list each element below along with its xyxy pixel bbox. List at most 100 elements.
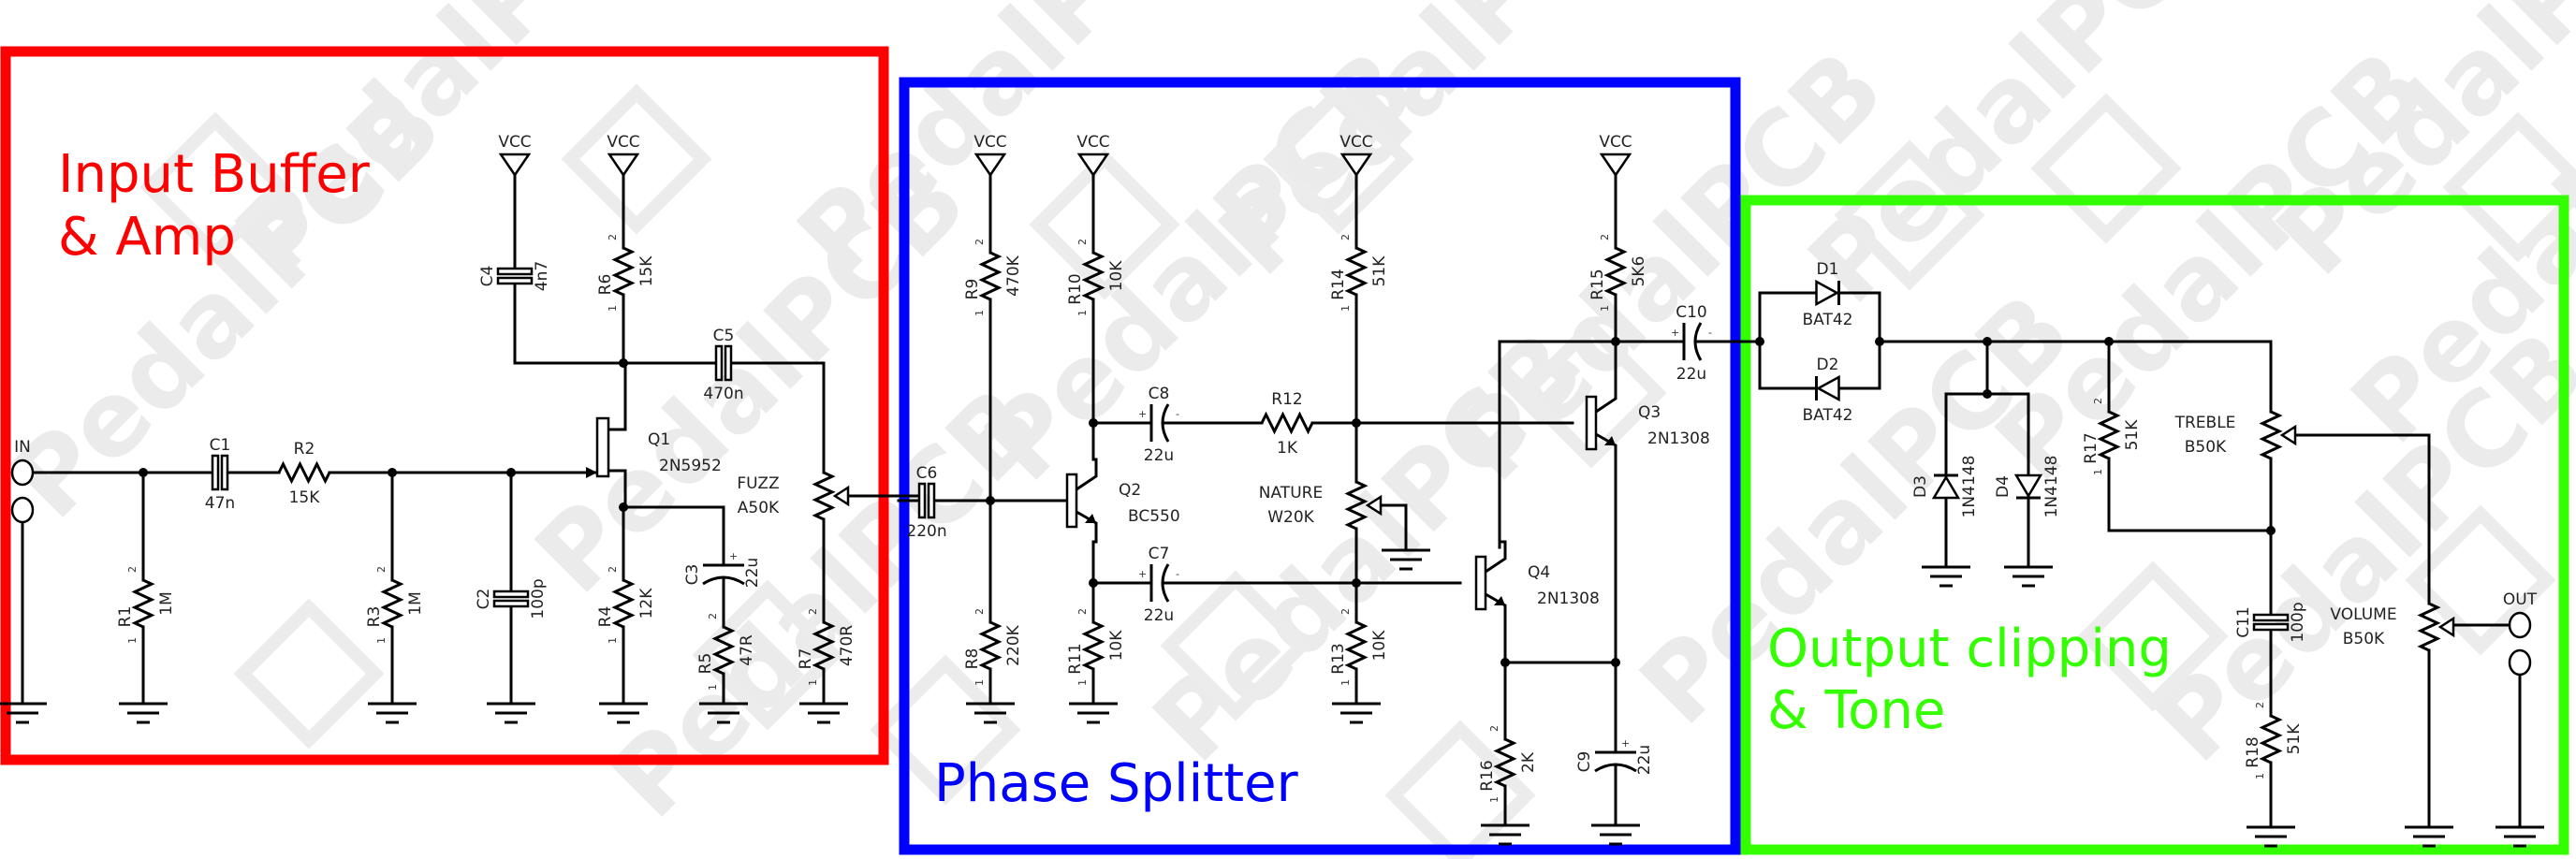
pin-number: 2 (1076, 239, 1089, 245)
emitter-arrow-icon (1085, 514, 1096, 523)
watermark-chip-icon (561, 83, 712, 235)
vcc-icon: VCC (607, 133, 640, 178)
watermark-chip-icon (1263, 83, 1414, 235)
c4-capacitor-icon (496, 267, 534, 276)
c2-capacitor-icon (492, 590, 530, 599)
pin-number: 1 (607, 637, 619, 644)
q2-ref: Q2 (1119, 481, 1141, 500)
d3-diode-icon (1931, 474, 1961, 500)
emitter-arrow-icon (1604, 436, 1616, 445)
c8-value: 22u (1144, 446, 1174, 465)
c2-value: 100p (529, 578, 548, 619)
c4-ref: C4 (478, 266, 497, 287)
polarity-plus: + (1138, 568, 1147, 580)
r1-resistor-icon (131, 578, 155, 629)
watermark-chip-icon (233, 598, 385, 750)
polarity-minus: - (1176, 408, 1179, 420)
r18-ref: R18 (2244, 736, 2262, 767)
r7-resistor-icon (812, 620, 836, 671)
c8-electrolytic-capacitor-icon (1161, 403, 1170, 443)
d4-value: 1N4148 (2042, 456, 2061, 518)
r7-value: 470R (838, 625, 856, 666)
wire (1870, 291, 1881, 343)
pin-number: 1 (707, 684, 719, 691)
c1-capacitor-icon (220, 454, 229, 491)
c5-value: 470n (703, 385, 743, 403)
r17-value: 51K (2123, 419, 2142, 451)
c9-value: 22u (1635, 745, 1654, 775)
vcc-label: VCC (498, 133, 531, 152)
section-title-phase: Phase Splitter (934, 753, 1299, 814)
pin-number: 2 (1599, 234, 1611, 240)
d2-diode-icon (1815, 374, 1840, 402)
pin-number: 2 (973, 608, 986, 615)
wire (513, 307, 625, 365)
r12-resistor-icon (1260, 411, 1314, 435)
pin-number: 1 (2092, 469, 2104, 475)
pin-number: 2 (607, 566, 619, 573)
wire (1498, 540, 1507, 549)
ground-icon (2247, 825, 2295, 848)
r8-ref: R8 (963, 648, 982, 670)
c1-ref: C1 (210, 436, 231, 455)
d2-ref: D2 (1817, 356, 1839, 374)
pin-number: 2 (2254, 702, 2266, 708)
r16-resistor-icon (1493, 737, 1517, 788)
output-jack-jack-icon (2508, 648, 2532, 677)
c10-ref: C10 (1676, 303, 1707, 322)
wire (1483, 540, 1507, 575)
wiper-arrow-icon (2437, 616, 2455, 638)
polarity-plus: + (729, 550, 738, 562)
wire (1379, 503, 1408, 551)
c1-value: 47n (205, 494, 235, 513)
vcc-icon: VCC (973, 133, 1007, 178)
ground-icon (1481, 823, 1530, 846)
wire (2293, 433, 2431, 591)
treble-pot-potentiometer-icon (2259, 410, 2283, 460)
gate-arrow-icon (586, 467, 597, 478)
r15-resistor-icon (1603, 246, 1628, 297)
c6-value: 220n (906, 522, 946, 541)
wire (2107, 475, 2273, 532)
r7-ref: R7 (797, 648, 815, 670)
c5-capacitor-icon (714, 344, 724, 382)
r14-value: 51K (1370, 255, 1389, 287)
pin-number: 2 (1339, 608, 1352, 615)
r5-ref: R5 (696, 653, 715, 675)
r1-ref: R1 (116, 606, 135, 628)
watermark-chip-icon (1384, 720, 1536, 859)
watermark-chip-icon (139, 111, 291, 263)
r2-resistor-icon (277, 460, 331, 485)
section-box-phase (899, 77, 1741, 855)
volume-pot-ref: VOLUME (2330, 605, 2396, 624)
pin-number: 2 (2092, 398, 2104, 404)
ground-icon (1591, 823, 1640, 846)
emitter-arrow-icon (1494, 596, 1505, 605)
r11-value: 10K (1107, 630, 1126, 662)
d1-diode-icon (1815, 279, 1840, 307)
wires (21, 173, 2522, 827)
nature-pot-potentiometer-icon (1344, 480, 1368, 531)
d1-value: BAT42 (1803, 311, 1853, 329)
ground-icon (0, 702, 47, 724)
vcc-icon: VCC (498, 133, 532, 178)
c10-electrolytic-capacitor-icon (1693, 322, 1703, 361)
volume-pot-potentiometer-icon (2417, 602, 2441, 652)
c3-value: 22u (743, 558, 762, 588)
polarity-plus: + (1138, 408, 1147, 420)
q1-ref: Q1 (648, 430, 670, 449)
r6-ref: R6 (596, 274, 615, 296)
c11-capacitor-icon (2252, 613, 2290, 622)
r4-resistor-icon (611, 578, 636, 629)
watermark-chip-icon (870, 654, 1021, 806)
wiper-arrow-icon (832, 485, 850, 507)
c6-ref: C6 (916, 464, 938, 483)
nature-pot-ref: NATURE (1259, 484, 1323, 502)
ground-icon (1332, 702, 1381, 724)
pin-number: 1 (1076, 310, 1089, 316)
r3-resistor-icon (380, 578, 404, 629)
c9-ref: C9 (1575, 751, 1594, 773)
r12-value: 1K (1277, 439, 1298, 458)
